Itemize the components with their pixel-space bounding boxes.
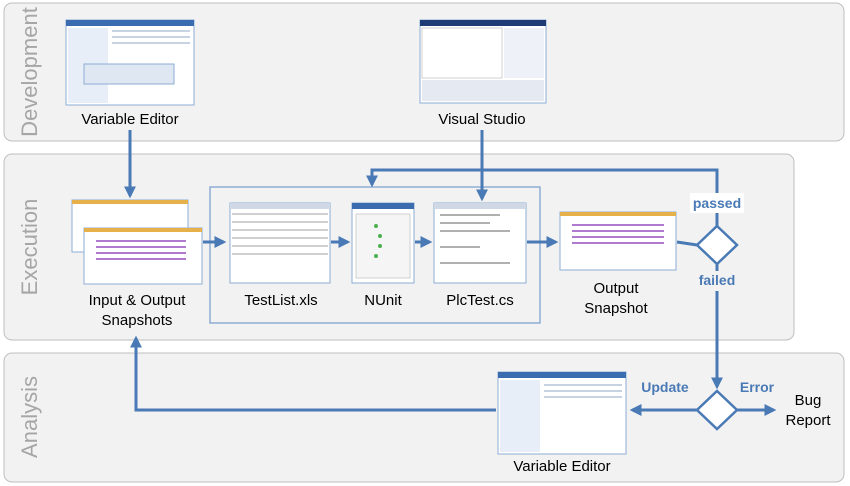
caption-variable-editor-bottom: Variable Editor <box>513 458 610 475</box>
caption-output-line1: Output <box>593 280 639 297</box>
lane-label-execution: Execution <box>17 199 42 296</box>
variable-editor-top-screenshot <box>65 19 195 106</box>
caption-visual-studio: Visual Studio <box>438 111 525 128</box>
caption-input-output-line1: Input & Output <box>89 292 187 309</box>
output-snapshot-screenshot <box>559 211 677 271</box>
edge-label-error: Error <box>740 379 775 395</box>
error-decision <box>695 389 739 431</box>
testlist-screenshot <box>229 202 331 284</box>
passed-label-bg <box>690 193 744 213</box>
failed-label-bg <box>694 271 740 291</box>
plctest-screenshot <box>433 202 527 284</box>
caption-bug-line2: Report <box>785 412 831 429</box>
variable-editor-bottom-screenshot <box>497 371 627 455</box>
lane-label-development: Development <box>17 7 42 137</box>
edge-label-passed: passed <box>693 195 741 211</box>
arrow-update-to-snapshots <box>130 335 496 412</box>
lane-label-analysis: Analysis <box>17 376 42 458</box>
lane-analysis <box>3 352 845 483</box>
nunit-screenshot <box>351 202 415 284</box>
caption-plctest: PlcTest.cs <box>446 292 514 309</box>
caption-nunit: NUnit <box>364 292 402 309</box>
visual-studio-screenshot <box>419 19 547 104</box>
caption-variable-editor-top: Variable Editor <box>81 111 178 128</box>
caption-input-output-line2: Snapshots <box>102 312 173 329</box>
input-output-snapshots-screenshot <box>71 199 203 285</box>
caption-testlist: TestList.xls <box>244 292 317 309</box>
edge-label-update: Update <box>641 379 689 395</box>
arrow-output-to-decision <box>676 240 698 247</box>
caption-output-line2: Snapshot <box>584 300 648 317</box>
edge-label-failed: failed <box>699 272 736 288</box>
caption-bug-line1: Bug <box>795 392 822 409</box>
